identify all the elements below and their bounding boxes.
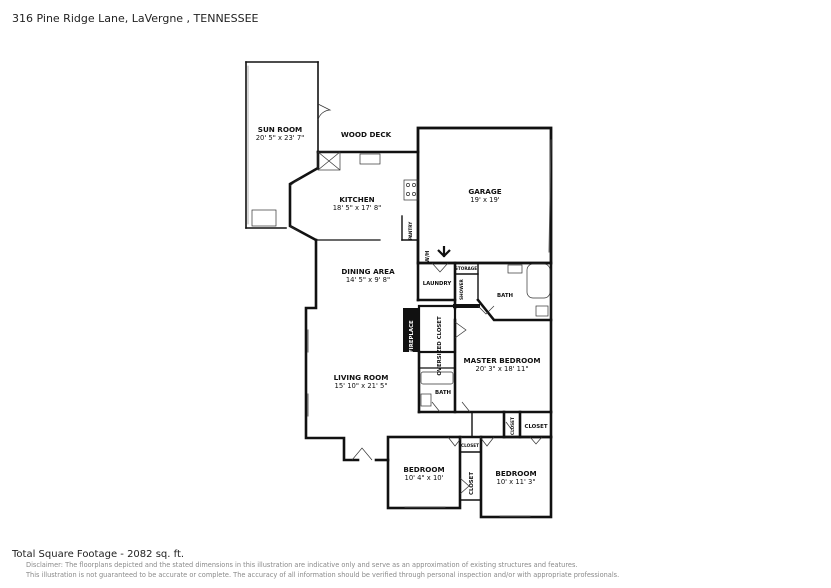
wh-label: W/H <box>425 250 431 263</box>
walls <box>245 61 553 519</box>
master-walls <box>417 304 553 439</box>
fireplace-label: FIREPLACE <box>409 320 415 353</box>
living-room-dims: 15' 10" x 21' 5" <box>335 382 388 390</box>
disclaimer: Disclaimer: The floorplans depicted and … <box>26 561 786 580</box>
dining-dims: 14' 5" x 9' 8" <box>346 276 390 284</box>
lower-bath-label: BATH <box>435 390 452 396</box>
living-room-name: LIVING ROOM <box>334 373 389 382</box>
kitchen-sink <box>359 153 381 165</box>
garage-name: GARAGE <box>468 187 501 196</box>
storage-label: STORAGE <box>455 266 477 271</box>
bedroom-right-dims: 10' x 11' 3" <box>497 478 536 486</box>
bedroom-right-name: BEDROOM <box>495 469 536 478</box>
closet-small-1: CLOSET <box>461 443 479 448</box>
fireplace <box>403 308 419 352</box>
fixtures <box>251 151 551 407</box>
lower-toilet <box>420 393 432 407</box>
upper-sink <box>507 264 523 274</box>
sun-room-dims: 20' 5" x 23' 7" <box>256 134 305 142</box>
kitchen-name: KITCHEN <box>339 195 374 204</box>
laundry-label: LAUNDRY <box>423 281 452 287</box>
closet-vertical: CLOSET <box>469 472 475 495</box>
property-address: 316 Pine Ridge Lane, LaVergne , TENNESSE… <box>12 12 259 25</box>
master-bedroom-dims: 20' 3" x 18' 11" <box>476 365 529 373</box>
sun-room-name: SUN ROOM <box>258 125 302 134</box>
stove <box>403 179 419 201</box>
dining-name: DINING AREA <box>341 267 395 276</box>
bathtub <box>526 263 551 299</box>
sun-room-walls <box>245 61 319 229</box>
bedroom-left-dims: 10' 4" x 10' <box>405 474 444 482</box>
wood-deck-name: WOOD DECK <box>341 130 392 139</box>
disclaimer-line-1: Disclaimer: The floorplans depicted and … <box>26 561 578 569</box>
oversized-closet-label: OVERSIZED CLOSET <box>437 316 443 376</box>
master-bedroom-name: MASTER BEDROOM <box>463 356 540 365</box>
disclaimer-line-2: This illustration is not guaranteed to b… <box>26 570 620 579</box>
total-square-footage: Total Square Footage - 2082 sq. ft. <box>12 549 185 560</box>
closet-small-2: CLOSET <box>510 417 515 435</box>
closet-right: CLOSET <box>524 424 547 430</box>
upper-toilet <box>535 305 549 317</box>
living-walls <box>304 238 390 462</box>
bedroom-left-name: BEDROOM <box>403 465 444 474</box>
upper-bath-label: BATH <box>497 293 514 299</box>
garage-dims: 19' x 19' <box>470 196 500 204</box>
shower-label: SHOWER <box>459 278 464 300</box>
kitchen-cabinet-box <box>317 151 341 171</box>
bedroom-walls <box>386 435 553 519</box>
windows <box>307 139 552 517</box>
doors <box>289 103 543 495</box>
sun-room-bench <box>251 209 277 227</box>
lower-tub <box>420 371 454 385</box>
laundry-block <box>416 261 553 322</box>
pantry-label: PANTRY <box>408 221 413 240</box>
kitchen-dims: 18' 5" x 17' 8" <box>333 204 382 212</box>
